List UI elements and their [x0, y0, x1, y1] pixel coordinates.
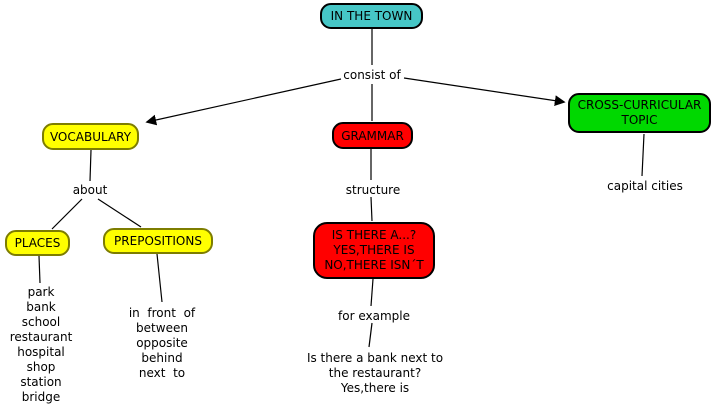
node-grammar[interactable]: GRAMMAR [332, 122, 413, 149]
prepositions-list-item: opposite [136, 336, 188, 350]
link-label-consist-of[interactable]: consist of [343, 68, 401, 82]
edge-about-to-prepositions [97, 198, 142, 228]
is-there-line: YES,THERE IS [333, 243, 415, 257]
link-label-for-example[interactable]: for example [338, 309, 410, 323]
places-list-item: school [21, 315, 61, 329]
prepositions-list-item: between [136, 321, 188, 335]
places-list-item: park [27, 285, 55, 299]
link-label-structure[interactable]: structure [345, 183, 401, 197]
edge-prepositions-to-list [156, 253, 163, 303]
edge-consist-of-to-vocabulary-arrow [145, 78, 342, 126]
edge-consist-of-to-cross-curricular-arrow [403, 77, 566, 106]
places-list-item: bank [26, 300, 56, 314]
capital-cities-label[interactable]: capital cities [607, 179, 683, 193]
node-places[interactable]: PLACES [5, 230, 70, 256]
example-text-line: Is there a bank next to [306, 351, 444, 365]
prepositions-list-item: next to [138, 366, 186, 380]
edge-vocabulary-to-about [89, 149, 92, 182]
places-list-item: shop [26, 360, 56, 374]
edge-about-to-places [51, 198, 83, 230]
edge-places-to-list [38, 255, 41, 284]
places-list-item: bridge [21, 390, 61, 404]
prepositions-list-item: behind [141, 351, 183, 365]
example-text[interactable]: Is there a bank next to the restaurant? … [307, 351, 443, 396]
is-there-line: IS THERE A...? [331, 228, 417, 242]
edge-is-there-to-for-example [370, 278, 374, 307]
example-text-line: the restaurant? [328, 366, 422, 380]
prepositions-list-item: in front of [128, 306, 196, 320]
node-in-the-town[interactable]: IN THE TOWN [320, 3, 423, 29]
node-cross-curricular-topic[interactable]: CROSS-CURRICULAR TOPIC [568, 93, 711, 133]
is-there-line: NO,THERE ISN´T [324, 258, 424, 272]
prepositions-list[interactable]: in front of between opposite behind next… [129, 306, 195, 381]
edge-for-example-to-example [368, 322, 373, 348]
example-text-line: Yes,there is [340, 381, 410, 395]
places-list[interactable]: park bank school restaurant hospital sho… [10, 285, 73, 405]
places-list-item: restaurant [9, 330, 73, 344]
places-list-item: hospital [17, 345, 65, 359]
node-prepositions[interactable]: PREPOSITIONS [103, 228, 213, 254]
places-list-item: station [20, 375, 62, 389]
node-vocabulary[interactable]: VOCABULARY [42, 123, 139, 150]
node-is-there-structure[interactable]: IS THERE A...? YES,THERE IS NO,THERE ISN… [313, 222, 435, 279]
link-label-about[interactable]: about [72, 183, 108, 197]
edge-structure-to-is-there [370, 196, 373, 222]
edge-cross-curricular-to-capital-cities [641, 133, 645, 177]
